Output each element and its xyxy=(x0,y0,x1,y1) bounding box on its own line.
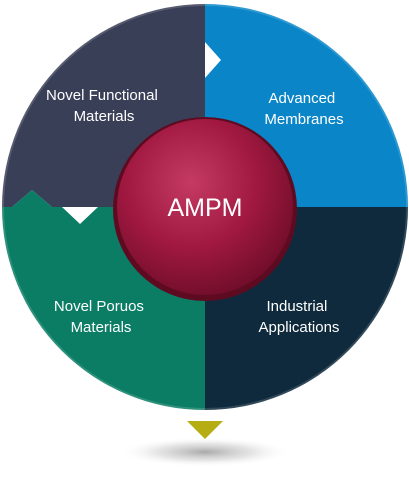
center-label: AMPM xyxy=(168,194,243,222)
label-novel-porous-materials: Novel Poruos Materials xyxy=(54,298,148,336)
label-industrial-applications: Industrial Applications xyxy=(259,298,340,336)
wheel-shadow xyxy=(119,437,291,467)
label-novel-functional-materials: Novel Functional Materials xyxy=(46,87,162,125)
label-advanced-membranes: Advanced Membranes xyxy=(264,90,343,128)
wheel-rim xyxy=(2,4,408,410)
center-circle xyxy=(117,119,293,295)
pointer-triangle xyxy=(187,421,223,439)
